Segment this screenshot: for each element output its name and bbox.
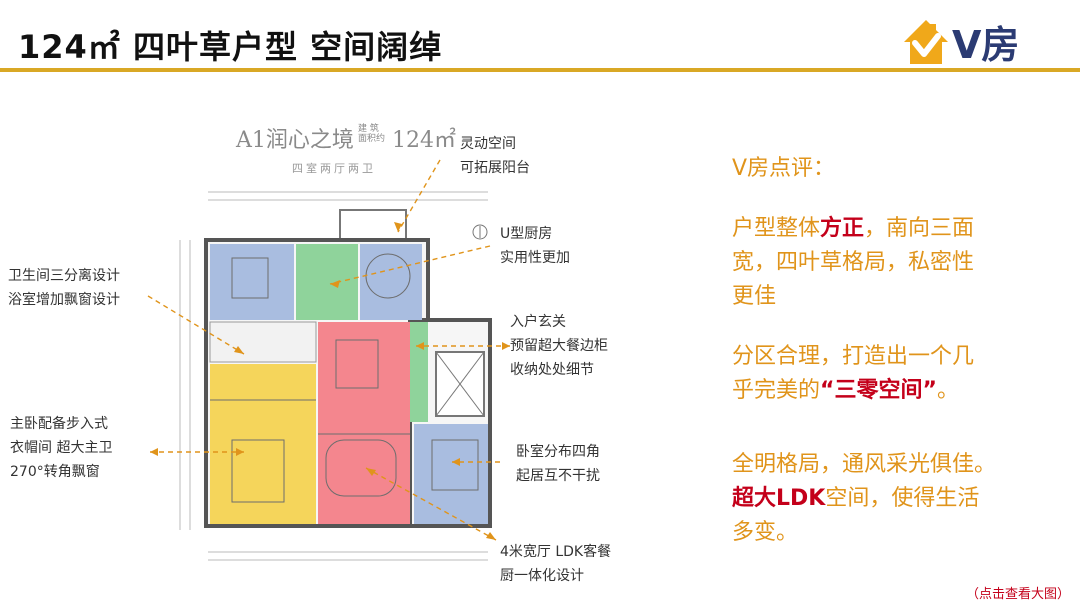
- review-text: ，南向三面: [864, 216, 975, 241]
- review-title: V房点评：: [732, 156, 836, 181]
- review-paragraph-1: 户型整体方正，南向三面 宽，四叶草格局，私密性 更佳: [732, 212, 974, 314]
- review-highlight: “三零空间”: [820, 378, 937, 403]
- annotation-line: 卧室分布四角: [516, 444, 600, 460]
- annotation-line: 4米宽厅 LDK客餐: [500, 544, 612, 560]
- annotation-line: 主卧配备步入式: [10, 416, 108, 432]
- annotation-master: 主卧配备步入式 衣帽间 超大主卫 270°转角飘窗: [10, 412, 112, 484]
- review-text: 户型整体: [732, 216, 821, 241]
- room-living-dining: [318, 322, 410, 524]
- annotation-bath: 卫生间三分离设计 浴室增加飘窗设计: [8, 264, 120, 312]
- annotation-line: 灵动空间: [460, 136, 516, 152]
- plan-name: A1润心之境: [236, 128, 354, 153]
- review-text: 空间，使得生活: [825, 486, 980, 511]
- logo-text: V房: [952, 23, 1020, 67]
- annotation-line: 卫生间三分离设计: [8, 268, 120, 284]
- annotation-line: 实用性更加: [500, 250, 570, 266]
- annotation-line: U型厨房: [500, 226, 553, 242]
- review-highlight: 超大LDK: [732, 486, 826, 511]
- annotation-line: 可拓展阳台: [460, 160, 530, 176]
- review-paragraph-2: 分区合理，打造出一个几 乎完美的“三零空间”。: [732, 340, 974, 408]
- plan-meta: 建 筑 面积约: [358, 124, 385, 144]
- review-highlight: 方正: [820, 216, 865, 241]
- review-text: 全明格局，通风采光俱佳。: [732, 452, 997, 477]
- annotation-entry: 入户玄关 预留超大餐边柜 收纳处处细节: [510, 310, 608, 382]
- page-title: 124㎡ 四叶草户型 空间阔绰: [18, 28, 443, 66]
- review-text: 宽，四叶草格局，私密性: [732, 250, 975, 275]
- review-text: 乎完美的: [732, 378, 821, 403]
- annotation-corners: 卧室分布四角 起居互不干扰: [516, 440, 600, 488]
- annotation-line: 浴室增加飘窗设计: [8, 292, 120, 308]
- annotation-balcony: 灵动空间 可拓展阳台: [460, 132, 530, 180]
- room-bedroom-ne: [360, 244, 422, 320]
- annotation-line: 入户玄关: [510, 314, 566, 330]
- review-text: 。: [936, 378, 959, 403]
- review-paragraph-3: 全明格局，通风采光俱佳。 超大LDK空间，使得生活 多变。: [732, 448, 996, 550]
- annotation-line: 起居互不干扰: [516, 468, 600, 484]
- plan-area: 124㎡: [392, 128, 456, 153]
- room-bedroom-se: [414, 424, 488, 524]
- room-bedroom-nw: [210, 244, 294, 320]
- room-kitchen: [296, 244, 358, 320]
- annotation-kitchen: U型厨房 实用性更加: [500, 222, 570, 270]
- plan-meta-line2: 面积约: [358, 134, 386, 144]
- annotation-line: 预留超大餐边柜: [510, 338, 608, 354]
- v-house-logo-icon: [904, 20, 948, 64]
- review-text: 多变。: [732, 520, 799, 545]
- annotation-line: 衣帽间 超大主卫: [10, 440, 113, 456]
- review-text: 更佳: [732, 284, 777, 309]
- annotation-living: 4米宽厅 LDK客餐 厨一体化设计: [500, 540, 611, 588]
- annotation-line: 收纳处处细节: [510, 362, 594, 378]
- annotation-line: 厨一体化设计: [500, 568, 584, 584]
- title-underline: [0, 68, 1080, 72]
- view-large-image-link[interactable]: （点击查看大图）: [966, 587, 1071, 602]
- room-master: [210, 364, 316, 524]
- annotation-line: 270°转角飘窗: [10, 464, 100, 480]
- room-entry: [410, 322, 428, 422]
- review-text: 分区合理，打造出一个几: [732, 344, 975, 369]
- plan-subtitle: 四室两厅两卫: [292, 162, 376, 175]
- plan-meta-line1: 建 筑: [358, 124, 379, 134]
